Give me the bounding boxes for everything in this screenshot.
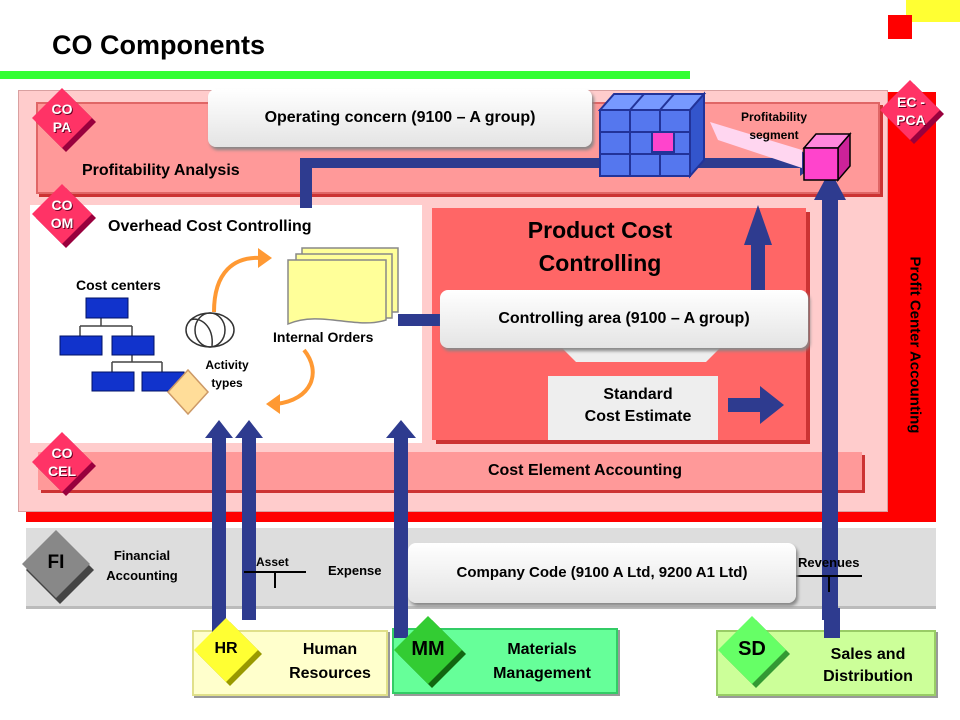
standard-cost-box bbox=[548, 376, 718, 440]
internal-orders-label: Internal Orders bbox=[273, 329, 374, 345]
asset-up-arrow-2 bbox=[235, 420, 263, 620]
cost-element-band bbox=[38, 452, 862, 490]
sd-text: SD bbox=[738, 638, 766, 660]
expense-up-arrow bbox=[386, 420, 416, 620]
activity-types-label: Activity types bbox=[205, 358, 249, 390]
internal-orders-icon bbox=[287, 247, 399, 326]
co-pa-text: CO PA bbox=[51, 101, 73, 135]
mm-diamond-icon bbox=[394, 616, 466, 688]
controlling-area-label: Controlling area (9100 – A group) bbox=[498, 310, 750, 327]
company-code-label: Company Code (9100 A Ltd, 9200 A1 Ltd) bbox=[456, 564, 748, 581]
profit-center-label-container: Profit Center Accounting bbox=[905, 215, 925, 475]
profit-center-label: Profit Center Accounting bbox=[906, 256, 924, 434]
controlling-area-wedge bbox=[560, 346, 722, 362]
profitability-analysis-label: Profitability Analysis bbox=[82, 162, 240, 179]
overhead-cost-label: Overhead Cost Controlling bbox=[108, 218, 312, 235]
profitability-segment-cube-icon bbox=[710, 122, 852, 183]
standard-cost-label: Standard Cost Estimate bbox=[584, 386, 692, 425]
hr-diamond-icon bbox=[194, 618, 262, 686]
operating-concern-pill: Operating concern (9100 – A group) bbox=[208, 89, 592, 147]
cost-centers-label: Cost centers bbox=[76, 277, 161, 293]
standard-cost-arrow bbox=[728, 386, 784, 424]
co-om-text: CO OM bbox=[50, 197, 74, 231]
corner-red-block bbox=[888, 15, 912, 39]
expense-label: Expense bbox=[328, 563, 382, 578]
asset-t-account-icon bbox=[244, 571, 306, 588]
hr-text: HR bbox=[214, 640, 238, 657]
tan-diamond-icon bbox=[166, 368, 210, 416]
page-title: CO Components bbox=[52, 30, 265, 60]
orange-curve-arrow-bottom bbox=[275, 348, 315, 406]
revenues-label: Revenues bbox=[798, 555, 860, 570]
title-underline bbox=[0, 71, 690, 79]
profitability-segment-label: Profitability segment bbox=[740, 110, 807, 142]
asset-label: Asset bbox=[256, 555, 289, 569]
activity-types-icon bbox=[185, 312, 235, 348]
human-resources-label: Human Resources bbox=[289, 641, 371, 682]
asset-up-arrow-1 bbox=[205, 420, 233, 620]
mm-text: MM bbox=[411, 638, 445, 660]
ec-pca-text: EC - PCA bbox=[896, 94, 926, 128]
fi-diamond-icon bbox=[22, 530, 94, 604]
controlling-area-pill: Controlling area (9100 – A group) bbox=[440, 290, 808, 348]
financial-accounting-label: Financial Accounting bbox=[106, 548, 178, 583]
fi-text: FI bbox=[47, 552, 65, 573]
operating-concern-label: Operating concern (9100 – A group) bbox=[264, 109, 536, 126]
revenues-t-account-icon bbox=[796, 575, 862, 592]
pcc-up-arrow bbox=[744, 205, 772, 292]
sales-distribution-label: Sales and Distribution bbox=[823, 646, 913, 685]
materials-management-label: Materials Management bbox=[493, 641, 591, 682]
company-code-pill: Company Code (9100 A Ltd, 9200 A1 Ltd) bbox=[408, 543, 796, 603]
product-cost-title: Product Cost Controlling bbox=[527, 217, 673, 276]
co-cel-diamond-icon bbox=[32, 432, 96, 496]
om-pcc-link bbox=[398, 314, 442, 326]
co-cel-text: CO CEL bbox=[48, 445, 76, 479]
cost-center-hierarchy-icon bbox=[59, 297, 185, 392]
cost-element-label: Cost Element Accounting bbox=[487, 462, 683, 479]
pa-connector-arrow bbox=[300, 150, 818, 208]
corner-yellow-block bbox=[906, 0, 960, 22]
co-om-diamond-icon bbox=[32, 184, 96, 248]
orange-curve-arrow-top bbox=[212, 255, 263, 313]
operating-concern-cube-icon bbox=[597, 91, 707, 179]
mm-connector bbox=[394, 608, 408, 638]
sd-connector bbox=[824, 608, 840, 638]
revenues-up-arrow bbox=[814, 170, 846, 620]
ec-pca-diamond-icon bbox=[880, 80, 944, 144]
co-pa-diamond-icon bbox=[32, 88, 96, 152]
sd-diamond-icon bbox=[718, 616, 790, 688]
